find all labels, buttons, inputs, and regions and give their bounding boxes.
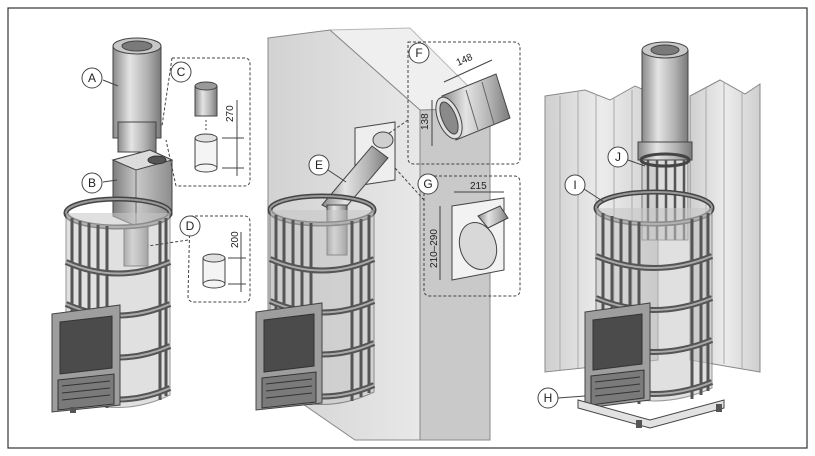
callout-d-label: D xyxy=(186,219,195,233)
stove-right xyxy=(577,41,725,429)
dim-f-diameter: 138 xyxy=(420,113,431,130)
callout-c: C xyxy=(170,61,192,83)
dim-d-height: 200 xyxy=(230,231,241,248)
callout-f-label: F xyxy=(415,46,422,60)
callout-j: J xyxy=(607,146,646,168)
dim-c-height: 270 xyxy=(225,105,236,122)
firebox-left xyxy=(51,304,121,413)
detail-panel-f: 148 138 xyxy=(387,41,521,165)
detail-panel-d: 200 xyxy=(147,215,251,303)
callout-b: B xyxy=(81,172,118,194)
callout-h: H xyxy=(537,387,586,409)
floor-base-h xyxy=(577,399,725,429)
dim-g-height: 210–290 xyxy=(429,229,440,268)
chimney-pipe-a xyxy=(112,37,162,153)
detail-panel-c: 270 xyxy=(161,57,251,187)
callout-c-label: C xyxy=(177,65,186,79)
stove-middle xyxy=(255,145,389,411)
callout-a-label: A xyxy=(88,71,96,85)
callout-e-label: E xyxy=(315,158,323,172)
dim-g-width: 215 xyxy=(470,181,487,192)
callout-g: G xyxy=(417,173,439,195)
callout-h-label: H xyxy=(544,391,553,405)
callout-g-label: G xyxy=(423,177,432,191)
callout-a: A xyxy=(81,67,119,89)
callout-b-label: B xyxy=(88,176,96,190)
callout-i-label: I xyxy=(573,178,576,192)
flue-adapter-f xyxy=(435,73,511,141)
callout-i: I xyxy=(564,174,605,203)
stove-left xyxy=(51,37,174,413)
callout-f: F xyxy=(408,42,430,64)
callout-j-label: J xyxy=(615,150,621,164)
wall-plate-detail-g xyxy=(451,197,509,281)
callout-d: D xyxy=(179,215,201,237)
detail-panel-g: 215 210–290 xyxy=(394,167,521,297)
callout-e: E xyxy=(308,154,347,183)
